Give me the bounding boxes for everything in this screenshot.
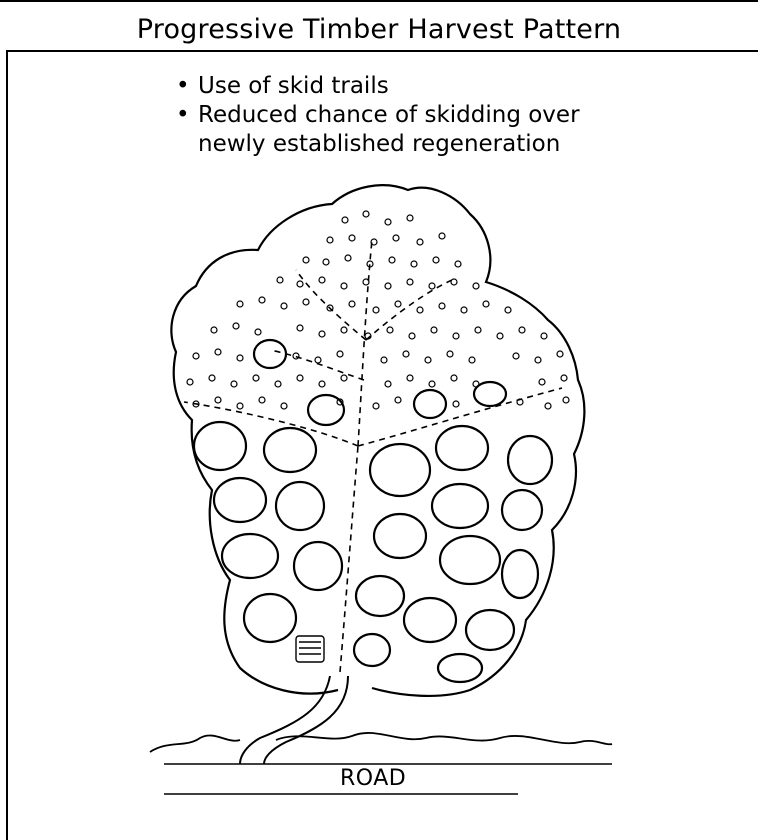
roadside-vegetation: [150, 733, 612, 752]
access-trail: [240, 676, 348, 764]
skid-trails: [184, 240, 562, 672]
regeneration-seedlings: [187, 211, 569, 409]
harvest-illustration: [0, 0, 758, 820]
log-deck: [296, 636, 324, 662]
road-label: ROAD: [340, 766, 406, 791]
forest-outline: [171, 185, 584, 696]
tree-crowns: [194, 340, 552, 682]
